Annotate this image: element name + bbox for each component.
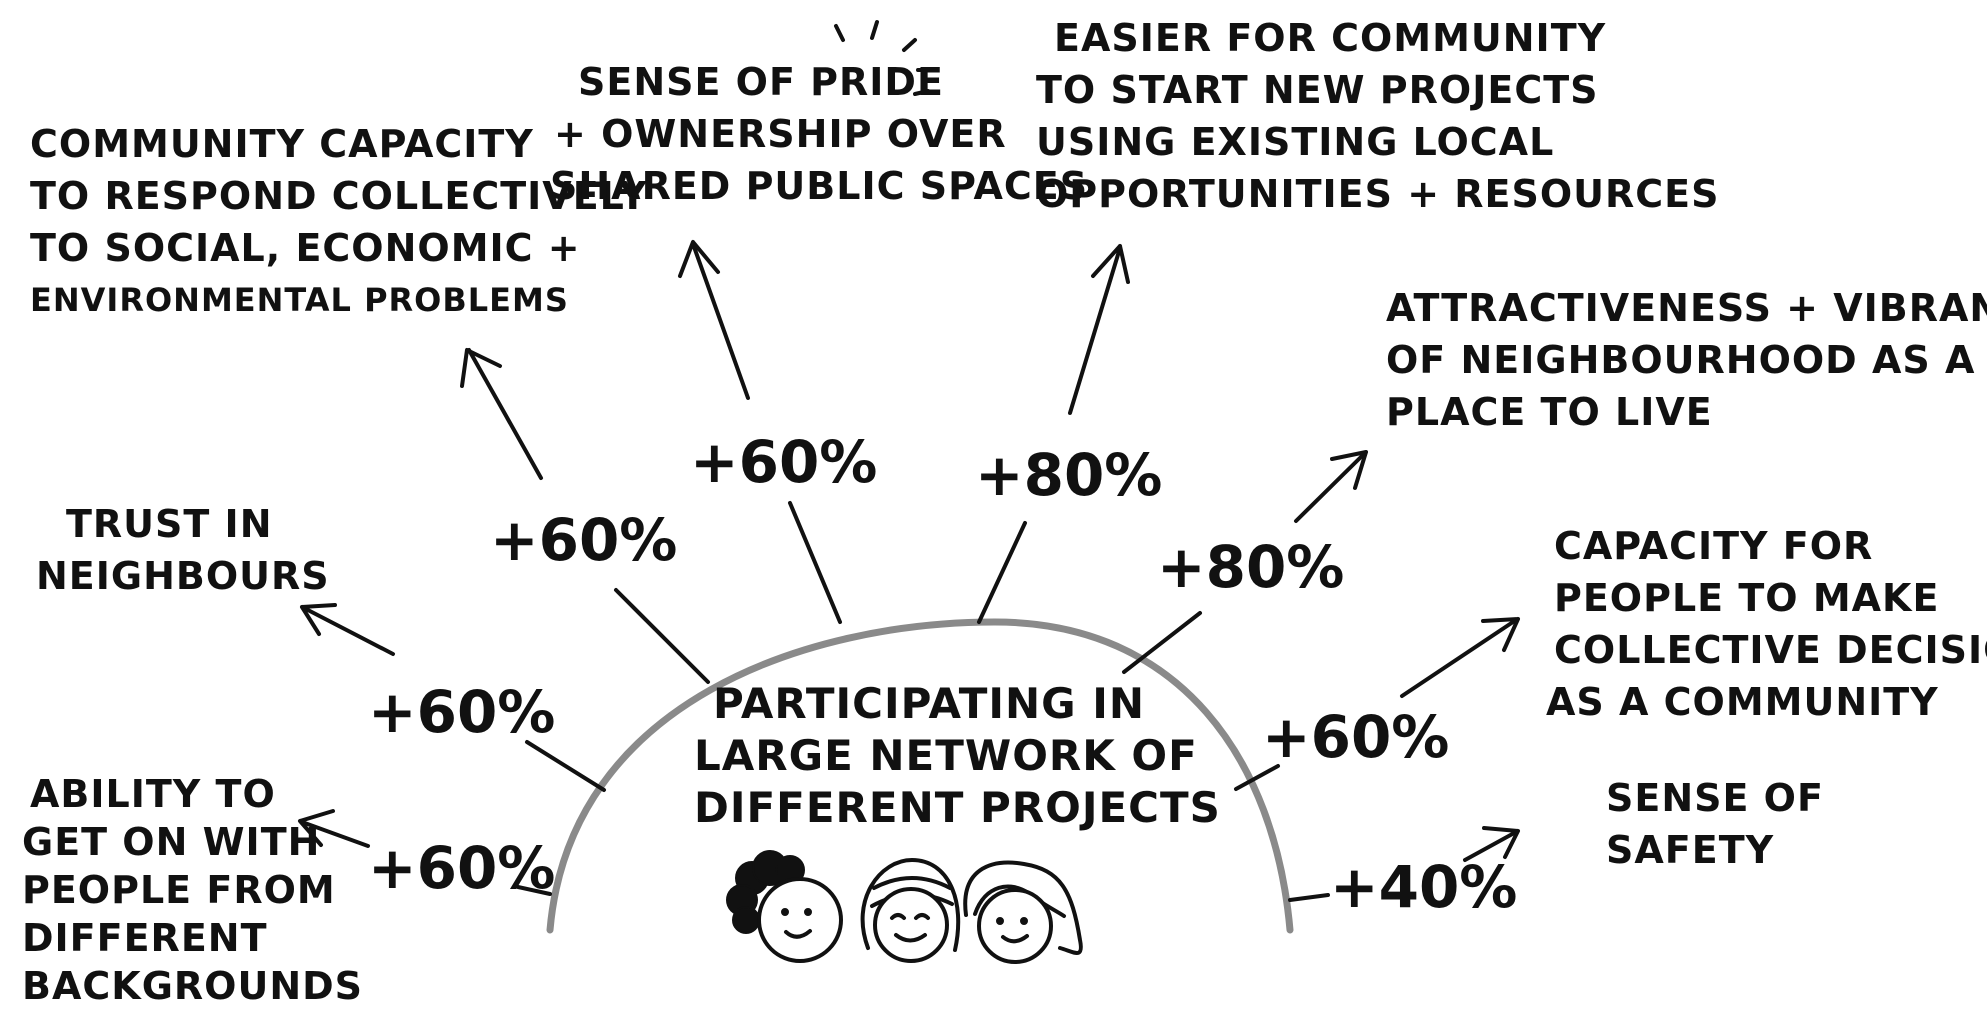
outcome-line: Sense of pride [578, 60, 944, 104]
outcome-line: environmental problems [30, 281, 569, 319]
outcome-line: people from [22, 868, 336, 912]
center-line: different projects [694, 783, 1221, 832]
outcome-line: to respond collectively [30, 174, 648, 218]
outcome-line: shared public spaces [550, 164, 1089, 208]
change-trust: +60% [368, 678, 556, 746]
center-line: large network of [694, 731, 1198, 780]
outcome-community-capacity: Community capacity to respond collective… [30, 118, 647, 326]
outcome-line: using existing local [1036, 120, 1555, 164]
network-dome [546, 618, 1294, 934]
face-long-hair [963, 860, 1083, 964]
arrow-get-on-with-people [298, 809, 552, 896]
face-headscarf [860, 858, 961, 963]
outcome-line: Community capacity [30, 122, 534, 166]
outcome-line: collective decisions [1554, 628, 1987, 672]
change-collective-decisions: +60% [1262, 703, 1450, 771]
arrow-easier-new-projects [977, 244, 1130, 624]
outcome-sense-of-pride: Sense of pride + ownership over shared p… [550, 56, 1088, 212]
outcome-line: to start new projects [1036, 68, 1599, 112]
outcome-get-on-with-people: Ability to get on with people from diffe… [22, 770, 363, 1010]
change-get-on-with-people: +60% [368, 834, 556, 902]
outcome-sense-of-safety: Sense of safety [1606, 772, 1824, 876]
faces-illustration [726, 850, 1083, 964]
change-sense-of-pride: +60% [690, 428, 878, 496]
outcome-easier-new-projects: Easier for community to start new projec… [1036, 12, 1720, 220]
outcome-line: different [22, 916, 268, 960]
arrow-sense-of-safety [1288, 826, 1520, 902]
change-sense-of-safety: +40% [1330, 853, 1518, 921]
arrow-attractiveness [1122, 450, 1368, 674]
outcome-trust: Trust in neighbours [36, 498, 330, 602]
sparkle-marks [834, 20, 934, 96]
change-attractiveness: +80% [1157, 533, 1345, 601]
outcome-line: Trust in [66, 502, 273, 546]
outcome-line: get on with [22, 820, 321, 864]
outcome-line: backgrounds [22, 964, 364, 1008]
outcome-line: Capacity for [1554, 524, 1874, 568]
outcome-line: Attractiveness + vibrancy [1386, 286, 1987, 330]
outcome-line: as a community [1546, 680, 1939, 724]
outcome-line: safety [1606, 828, 1775, 872]
outcome-line: Easier for community [1054, 16, 1607, 60]
outcome-line: place to live [1386, 390, 1713, 434]
change-easier-new-projects: +80% [975, 441, 1163, 509]
outcome-collective-decisions: Capacity for people to make collective d… [1546, 520, 1987, 728]
arrow-sense-of-pride [678, 240, 842, 624]
outcome-line: opportunities + resources [1036, 172, 1720, 216]
change-community-capacity: +60% [490, 506, 678, 574]
outcome-attractiveness: Attractiveness + vibrancy of neighbourho… [1386, 282, 1987, 438]
center-line: Participating in [712, 679, 1146, 728]
arrow-collective-decisions [1234, 617, 1520, 791]
outcome-line: of neighbourhood as a [1386, 338, 1976, 382]
arrow-trust [300, 603, 606, 792]
outcome-line: people to make [1554, 576, 1940, 620]
outcome-line: Sense of [1606, 776, 1824, 820]
outcome-line: Ability to [30, 772, 276, 816]
face-curly-hair [726, 850, 843, 963]
outcome-line: + ownership over [554, 112, 1007, 156]
outcome-line: to social, economic + [30, 226, 581, 270]
center-label: Participating in large network of differ… [694, 678, 1221, 834]
outcome-line: neighbours [36, 554, 330, 598]
arrow-community-capacity [460, 348, 710, 684]
